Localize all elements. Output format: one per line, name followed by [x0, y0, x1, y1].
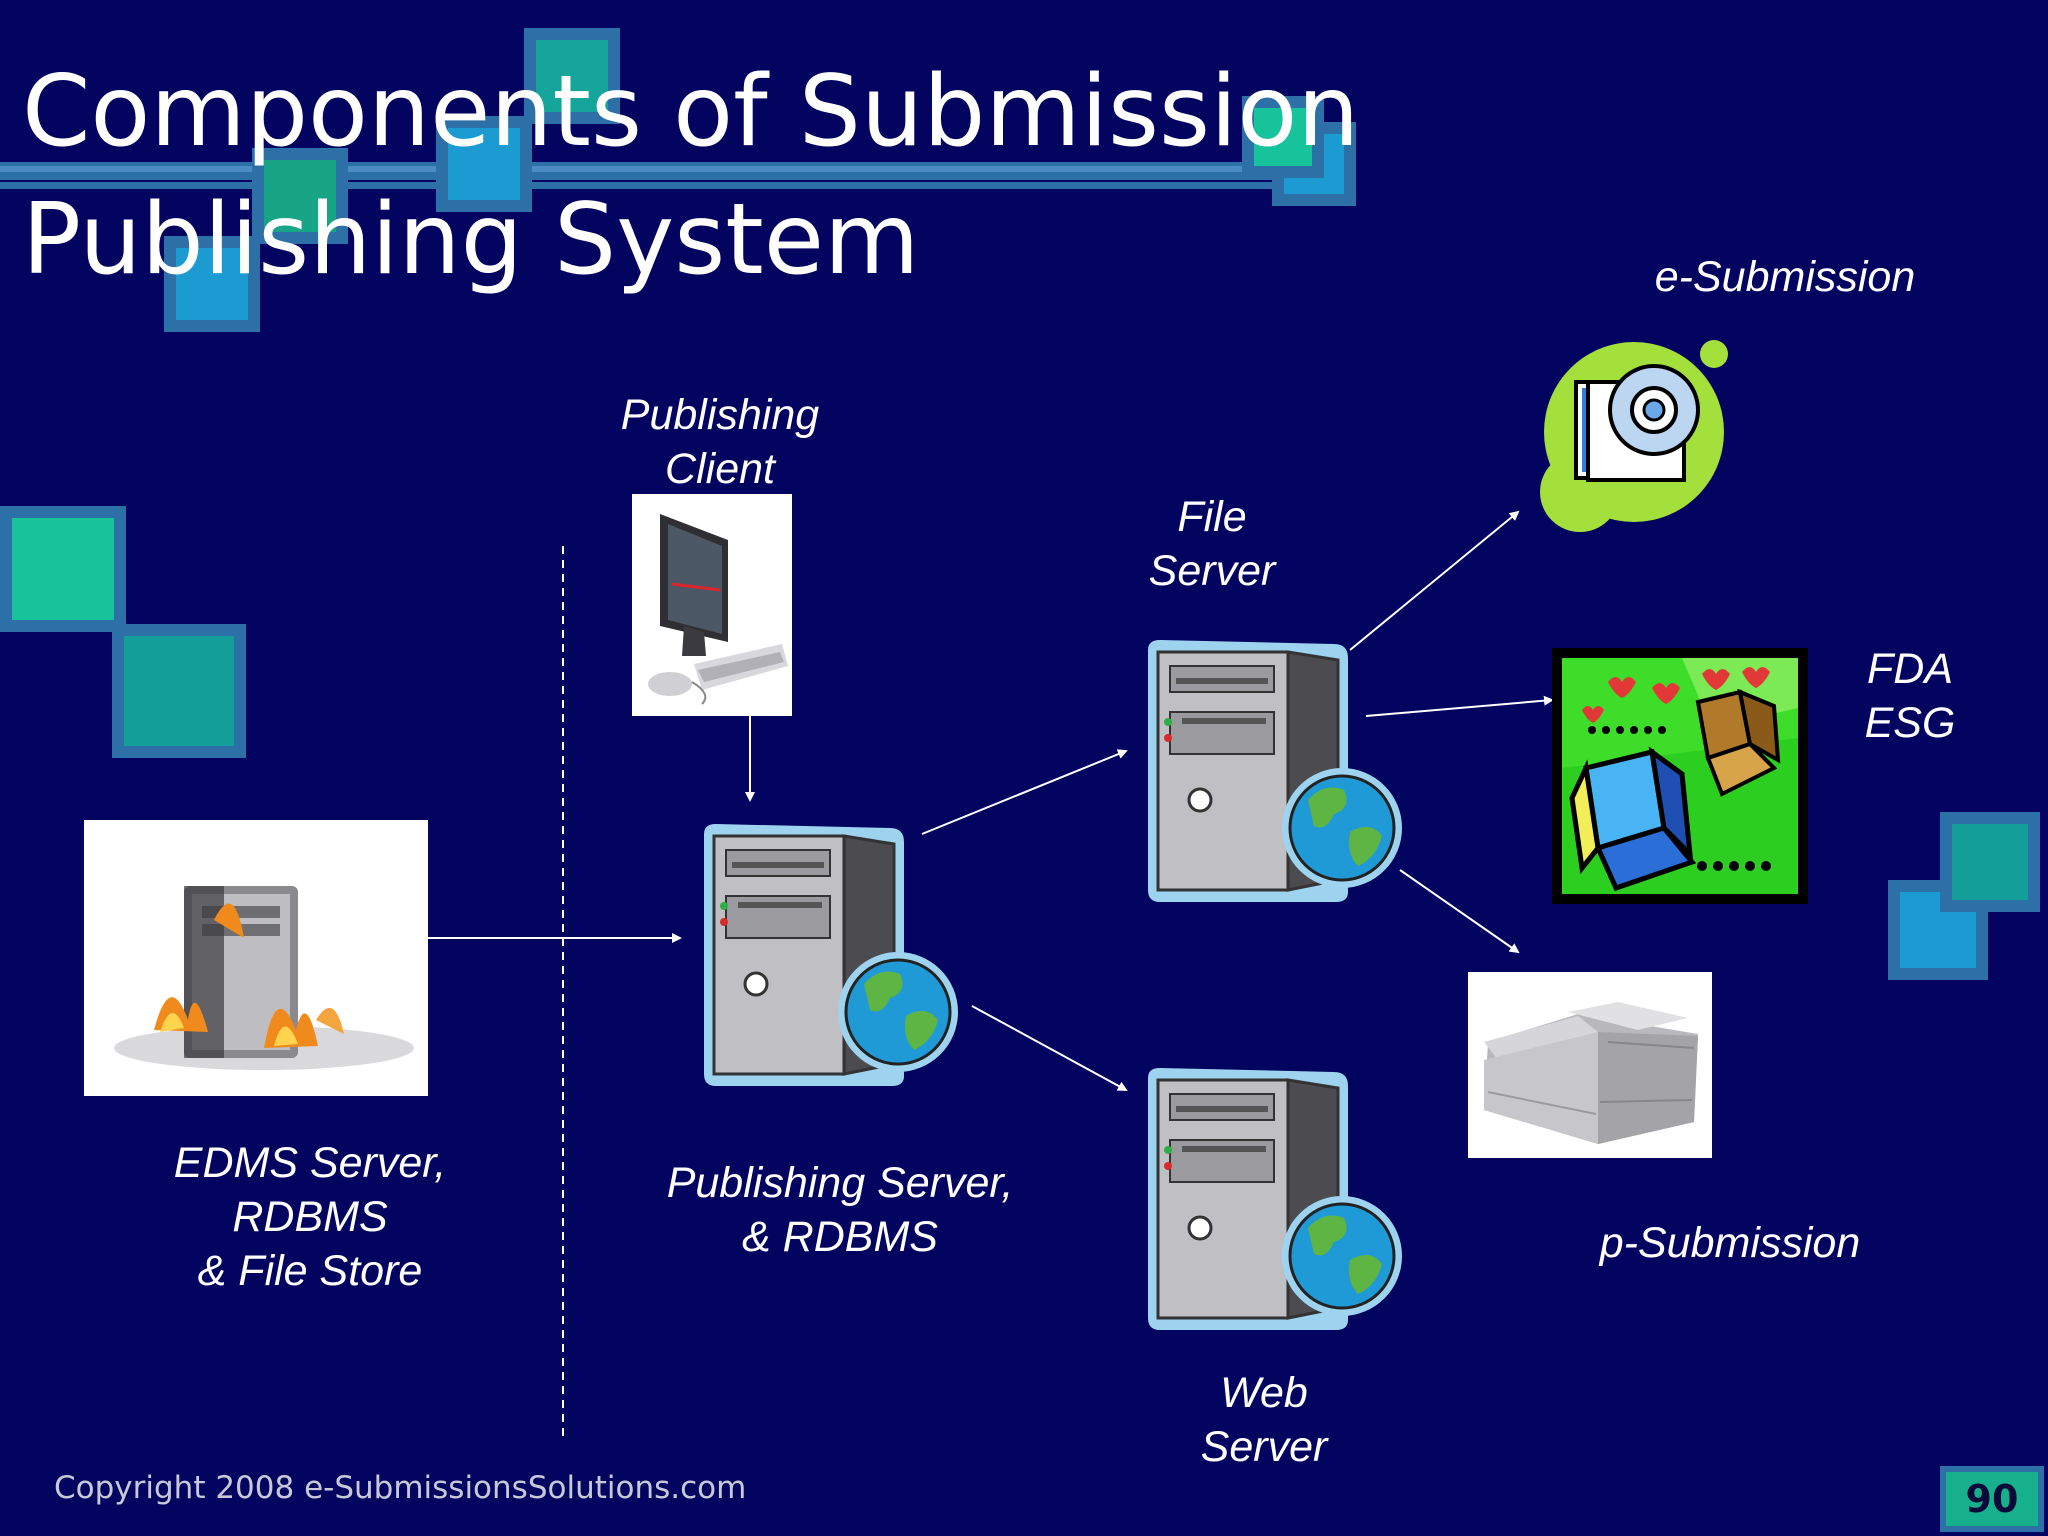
- arrow-publishing-to-file-server: [921, 749, 1128, 835]
- burning-server-icon: [114, 886, 414, 1070]
- arrow-file-server-to-fda-esg: [1365, 695, 1554, 717]
- web-server-label: Web Server: [1200, 1369, 1328, 1471]
- arrow-file-server-to-printer: [1399, 869, 1520, 954]
- publishing-client-label: Publishing Client: [620, 391, 820, 493]
- arrow-publishing-to-web-server: [971, 1005, 1128, 1091]
- publishing-server-icon: [704, 824, 958, 1086]
- printer-icon: [1484, 1002, 1698, 1144]
- file-server-label: File Server: [1148, 493, 1276, 595]
- web-server-icon: [1148, 1068, 1402, 1330]
- fda-esg-label: FDA ESG: [1864, 645, 1956, 747]
- file-server-icon: [1148, 640, 1402, 902]
- title-line-1: Components of Submission: [22, 55, 1360, 169]
- publishing-client-image: [632, 494, 792, 716]
- cd-disc-icon: [1540, 340, 1728, 532]
- page-number-badge: 90: [1940, 1466, 2044, 1532]
- page-number: 90: [1946, 1472, 2038, 1526]
- fda-esg-network-icon: [1552, 648, 1808, 904]
- copyright-footer: Copyright 2008 e-SubmissionsSolutions.co…: [54, 1470, 747, 1506]
- p-submission-label: p-Submission: [1599, 1219, 1861, 1267]
- printer-image: [1468, 972, 1712, 1158]
- edms-server-label: EDMS Server, RDBMS & File Store: [173, 1139, 447, 1295]
- edms-server-image: [84, 820, 428, 1096]
- arrow-file-server-to-e-submission: [1349, 510, 1520, 651]
- page-title: Components of Submission Publishing Syst…: [22, 48, 1360, 304]
- computer-monitor-icon: [648, 514, 788, 705]
- e-submission-label: e-Submission: [1654, 253, 1916, 301]
- title-line-2: Publishing System: [22, 183, 920, 297]
- publishing-server-label: Publishing Server, & RDBMS: [666, 1159, 1014, 1261]
